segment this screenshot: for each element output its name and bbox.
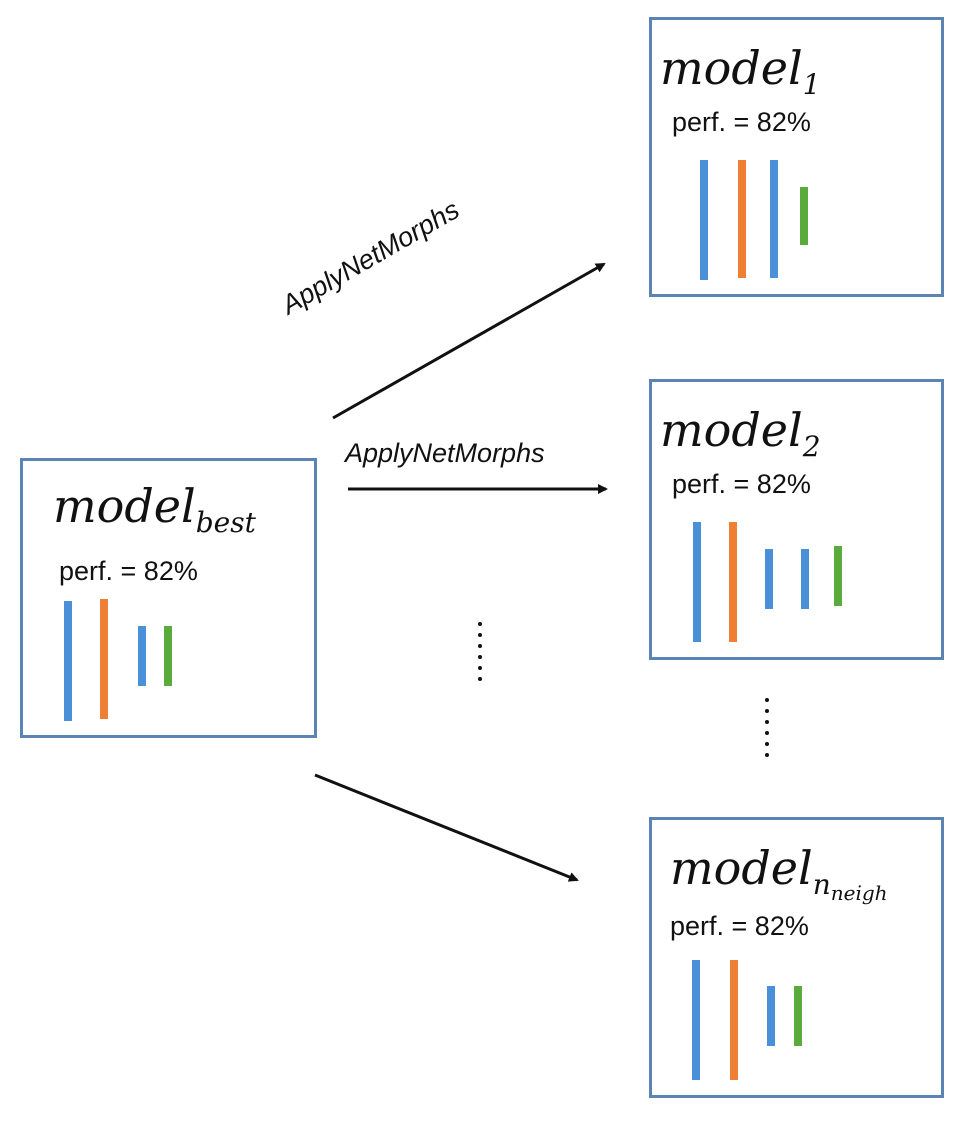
model-2-bar-2 [729,522,737,642]
arrow-to-model-1 [332,262,606,420]
model-n-bar-3 [767,986,775,1046]
model-1-subscript: 1 [802,68,821,101]
model-n-perf: perf. = 82% [670,911,809,941]
model-best-perf: perf. = 82% [59,556,198,586]
model-best-subscript: best [195,506,256,539]
model-1-bar-2 [738,160,746,278]
model-2-title: model2 [660,403,821,463]
ellipsis-between-models [765,698,769,757]
model-n-bar-1 [692,960,700,1080]
model-1-title: model1 [660,41,821,101]
model-best-bar-1 [64,601,72,721]
ellipsis-between-arrows [478,622,482,681]
model-2-bar-4 [801,549,809,609]
model-1-bar-3 [770,160,778,278]
model-best-box: modelbest perf. = 82% [20,458,317,738]
model-n-title: modelnneigh [670,841,888,905]
model-1-bar-4 [800,187,808,245]
model-n-subsubscript: neigh [830,881,888,905]
model-2-subscript: 2 [802,430,821,463]
model-n-subscript: nneigh [812,868,888,905]
model-n-bar-4 [794,986,802,1046]
model-n-bar-2 [730,960,738,1080]
model-1-bar-1 [700,160,708,280]
model-1-perf: perf. = 82% [672,107,811,137]
arrow-label-middle: ApplyNetMorphs [345,438,545,468]
model-best-title: modelbest [53,479,256,539]
model-2-perf: perf. = 82% [672,469,811,499]
model-n-box: modelnneigh perf. = 82% [649,817,944,1098]
model-2-box: model2 perf. = 82% [649,379,944,660]
model-best-bar-4 [164,626,172,686]
model-2-bar-5 [834,546,842,606]
arrow-to-model-n [314,773,579,882]
model-best-bar-2 [100,599,108,719]
model-1-box: model1 perf. = 82% [649,17,944,297]
model-2-bar-3 [765,549,773,609]
model-2-bar-1 [693,522,701,642]
model-best-bar-3 [138,626,146,686]
